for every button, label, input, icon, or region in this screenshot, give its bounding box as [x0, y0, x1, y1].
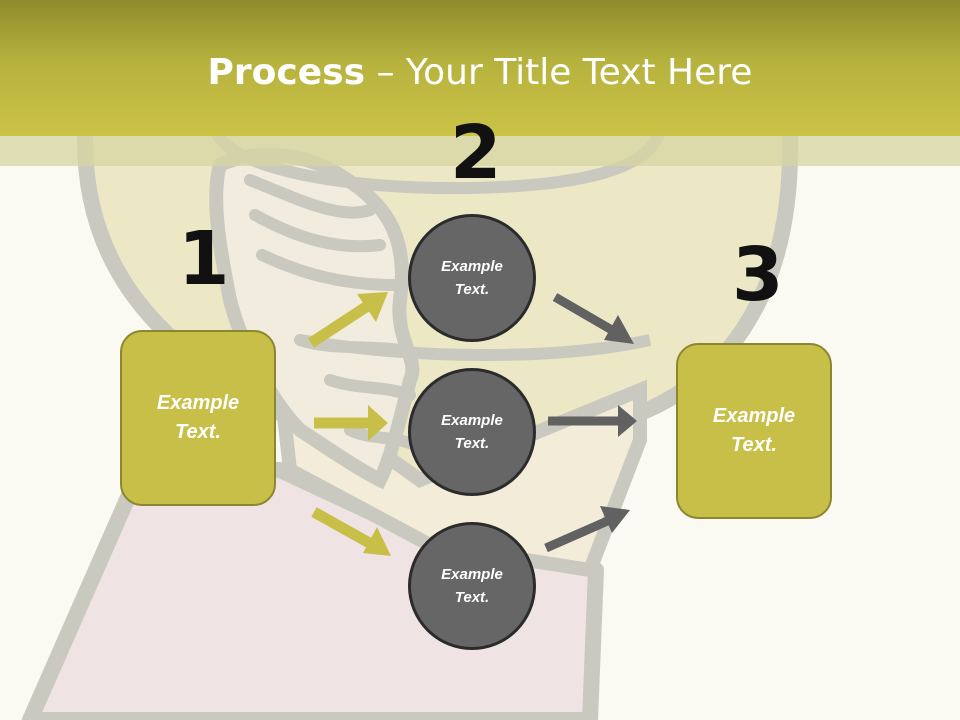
circle-text: Example Text. [441, 258, 503, 298]
title-banner [0, 0, 960, 136]
arrow-gray-up [544, 506, 630, 553]
step-3-box: Example Text. [676, 343, 832, 519]
step-2-circle-top: Example Text. [408, 214, 536, 342]
title-banner-strip [0, 136, 960, 166]
arrow-yellow-up [307, 292, 388, 348]
step-number-3: 3 [732, 232, 784, 318]
arrow-yellow-right [314, 405, 388, 441]
step-number-2: 2 [450, 110, 502, 196]
step-3-box-text: Example Text. [712, 405, 796, 456]
arrow-gray-down [552, 293, 634, 344]
arrow-yellow-down [311, 507, 391, 556]
chin-line [299, 334, 652, 361]
arrow-gray-right [548, 405, 637, 437]
step-1-box: Example Text. [120, 330, 276, 506]
title-bold-part: Process [207, 52, 366, 93]
step-number-1: 1 [178, 216, 230, 302]
step-2-circle-middle: Example Text. [408, 368, 536, 496]
step-2-circle-bottom: Example Text. [408, 522, 536, 650]
title-rest: – Your Title Text Here [365, 52, 753, 93]
circle-text: Example Text. [441, 566, 503, 606]
step-1-box-text: Example Text. [156, 392, 240, 443]
page-title: Process – Your Title Text Here [0, 52, 960, 93]
circle-text: Example Text. [441, 412, 503, 452]
